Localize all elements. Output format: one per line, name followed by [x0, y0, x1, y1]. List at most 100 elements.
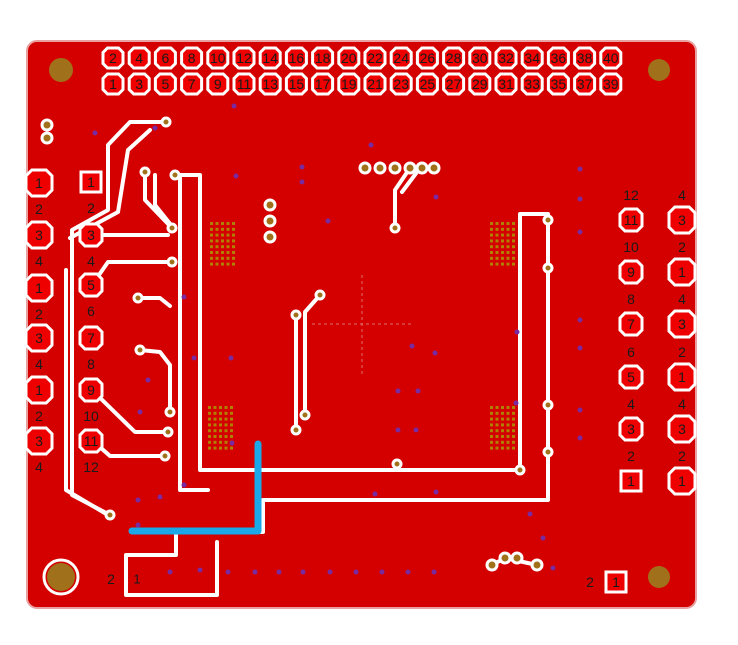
crosshair-marker — [312, 275, 412, 375]
thermal-via — [501, 251, 504, 254]
right-inner-pad-1 — [618, 259, 644, 285]
thermal-via — [219, 417, 222, 421]
header-pin-37 — [573, 72, 597, 96]
header-pin-14 — [258, 46, 282, 70]
left-outer-pad-0 — [24, 168, 54, 198]
via — [233, 173, 239, 179]
blue-trace-segment — [128, 440, 262, 535]
header-pin-10-label: 10 — [210, 50, 226, 66]
header-pin-20-label: 20 — [341, 50, 357, 66]
right-inner-pad-4-label: 3 — [627, 421, 635, 437]
right-outer-label-1: 2 — [678, 239, 686, 255]
right-outer-pad-4-label: 3 — [678, 421, 686, 437]
center-round-pad — [263, 230, 277, 244]
thermal-via — [490, 435, 493, 438]
right-outer-pad-2 — [667, 309, 697, 339]
via — [433, 194, 439, 200]
thermal-via — [495, 251, 499, 254]
thermal-via — [219, 411, 222, 415]
thermal-via — [490, 446, 493, 450]
right-outer-label-5: 2 — [678, 448, 686, 464]
thermal-via — [495, 417, 499, 421]
via — [372, 491, 378, 497]
thermal-via — [219, 423, 222, 427]
header-pin-33-label: 33 — [524, 76, 540, 92]
trace-endpoint-pad — [542, 399, 554, 411]
trace-diag-3 — [143, 170, 174, 230]
thermal-via — [208, 411, 211, 415]
right-inner-pad-0 — [618, 207, 644, 233]
left-outer-pad-3 — [24, 323, 54, 353]
header-pin-34-label: 34 — [524, 50, 540, 66]
via — [379, 569, 385, 575]
thermal-via — [490, 429, 493, 433]
thermal-via — [506, 411, 510, 415]
header-pin-28-label: 28 — [446, 50, 462, 66]
right-inner-label-0: 12 — [623, 187, 639, 203]
header-pin-1 — [101, 72, 125, 96]
pad-group — [24, 46, 697, 594]
header-pin-12 — [232, 46, 256, 70]
left-inner-label-2: 6 — [87, 303, 95, 319]
header-pin-26-label: 26 — [420, 50, 436, 66]
header-pin-21 — [363, 72, 387, 96]
right-outer-pad-0-label: 3 — [678, 212, 686, 228]
thermal-via — [495, 440, 499, 444]
header-pin-31-label: 31 — [498, 76, 514, 92]
header-pin-38 — [573, 46, 597, 70]
thermal-via — [495, 446, 499, 450]
thermal-via — [224, 423, 228, 427]
thermal-via — [490, 411, 493, 415]
thermal-via — [512, 446, 515, 450]
trace-main-left — [124, 173, 550, 597]
header-pin-9 — [206, 72, 230, 96]
via — [368, 142, 374, 148]
thermal-via — [213, 440, 217, 444]
right-outer-label-0: 4 — [678, 187, 686, 203]
via — [577, 317, 583, 323]
thermal-via — [221, 239, 224, 243]
thermal-via — [224, 446, 228, 450]
bottom-right-label-2: 2 — [586, 574, 594, 590]
thermal-via — [224, 406, 228, 409]
via — [191, 355, 197, 361]
thermal-via — [210, 222, 213, 225]
via — [415, 388, 421, 394]
thermal-via — [506, 429, 510, 433]
trace-endpoint-pad — [389, 222, 401, 234]
via-group — [92, 103, 583, 575]
right-inner-pad-2-label: 7 — [627, 316, 635, 332]
thermal-via — [208, 440, 211, 444]
thermal-via — [501, 446, 504, 450]
trace-diag-4 — [153, 173, 177, 232]
top-connector-pad — [403, 161, 417, 175]
trace-endpoint-pad — [290, 424, 302, 436]
via — [550, 565, 556, 571]
thermal-via — [219, 446, 222, 450]
thermal-via — [495, 406, 499, 409]
thermal-via — [213, 446, 217, 450]
right-inner-pad-0-label: 11 — [624, 212, 639, 228]
thermal-via — [230, 406, 233, 409]
thermal-via — [512, 406, 515, 409]
header-pin-36-label: 36 — [551, 50, 567, 66]
header-pin-22-label: 22 — [367, 50, 383, 66]
thermal-via — [221, 251, 224, 254]
thermal-via — [501, 239, 504, 243]
thermal-via — [506, 239, 510, 243]
trace-mid-2 — [138, 348, 172, 414]
right-inner-label-2: 8 — [627, 291, 635, 307]
header-pin-1-label: 1 — [109, 76, 117, 92]
left-outer-label-4: 2 — [35, 408, 43, 424]
trace-endpoint-pad — [542, 262, 554, 274]
left-outer-pad-1 — [24, 220, 54, 250]
via — [167, 569, 173, 575]
trace-endpoint-pad — [160, 116, 172, 128]
header-pin-11-label: 11 — [237, 76, 252, 92]
thermal-via — [490, 239, 493, 243]
thermal-via — [512, 429, 515, 433]
thermal-via — [490, 417, 493, 421]
header-pin-4 — [127, 46, 151, 70]
via — [395, 388, 401, 394]
